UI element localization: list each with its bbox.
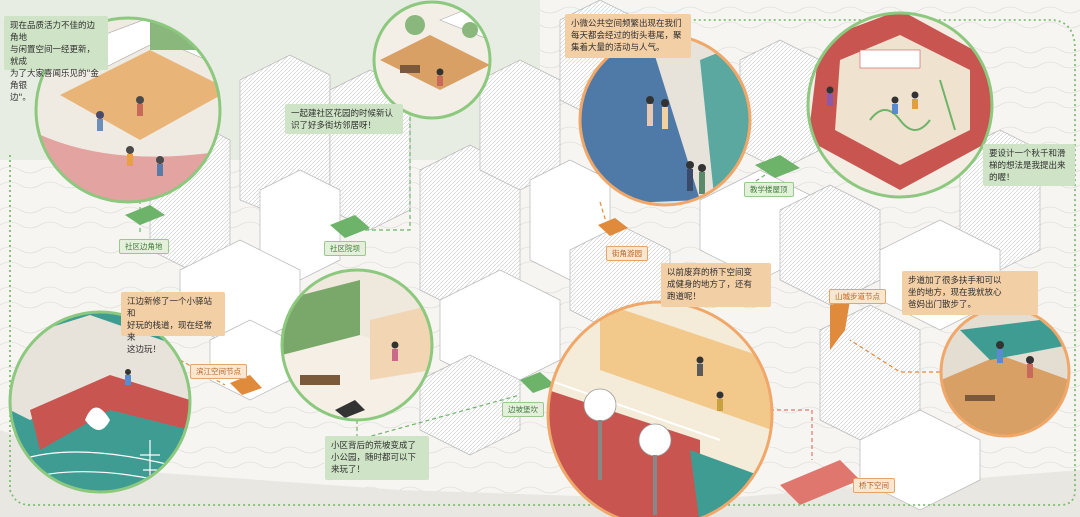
site-community-corner — [125, 205, 165, 225]
vignette-community-garden — [372, 0, 492, 120]
tag-riverside-node: 滨江空间节点 — [190, 364, 247, 379]
note-community-garden: 一起建社区花园的时候新认 识了好多街坊邻居呀！ — [285, 104, 403, 134]
note-school-roof: 要设计一个秋千和滑 梯的想法是我提出来 的喔！ — [983, 144, 1075, 186]
site-slope-park — [520, 372, 555, 393]
site-street-square — [598, 218, 628, 236]
note-slope-park: 小区背后的荒坡变成了 小公园，随时都可以下 来玩了！ — [325, 436, 429, 480]
site-mountain-trail — [830, 300, 850, 350]
note-community-corner: 现在品质活力不佳的边角地 与闲置空间一经更新，就成 为了大家喜闻乐见的"金角银 … — [4, 16, 108, 103]
tag-mountain-trail-node: 山城步道节点 — [829, 289, 886, 304]
site-riverside-node — [230, 375, 262, 395]
vignette-riverside — [8, 310, 192, 494]
site-markers — [125, 155, 860, 505]
note-riverside: 江边新修了一个小驿站和 好玩的栈道，现在经常来 这边玩！ — [121, 292, 225, 355]
study-area-boundary — [9, 19, 1076, 506]
vignette-street-square — [578, 33, 752, 207]
tag-slope-park: 边坡堡坎 — [502, 402, 544, 417]
vignette-mountain-trail — [939, 306, 1071, 438]
vignette-under-bridge — [546, 300, 774, 517]
tag-under-bridge: 桥下空间 — [853, 478, 895, 493]
site-under-bridge — [780, 460, 860, 505]
tag-street-square: 街角游园 — [606, 246, 648, 261]
tag-school-roof: 教学楼屋顶 — [744, 182, 794, 197]
vignette-slope-park — [280, 268, 434, 422]
note-street-square: 小微公共空间频繁出现在我们 每天都会经过的街头巷尾，聚 集着大量的活动与人气。 — [565, 14, 691, 58]
site-school-roof — [755, 155, 800, 178]
leader-lines — [139, 110, 940, 460]
site-community-garden — [330, 215, 370, 238]
note-under-bridge: 以前废弃的桥下空间变 成健身的地方了，还有 跑道呢！ — [661, 263, 771, 307]
tag-community-corner: 社区边角地 — [119, 239, 169, 254]
tag-community-garden: 社区院坝 — [324, 241, 366, 256]
note-mountain-trail: 步道加了很多扶手和可以 坐的地方，现在我就放心 爸妈出门散步了。 — [902, 271, 1038, 315]
vignette-school-roof — [806, 11, 994, 199]
